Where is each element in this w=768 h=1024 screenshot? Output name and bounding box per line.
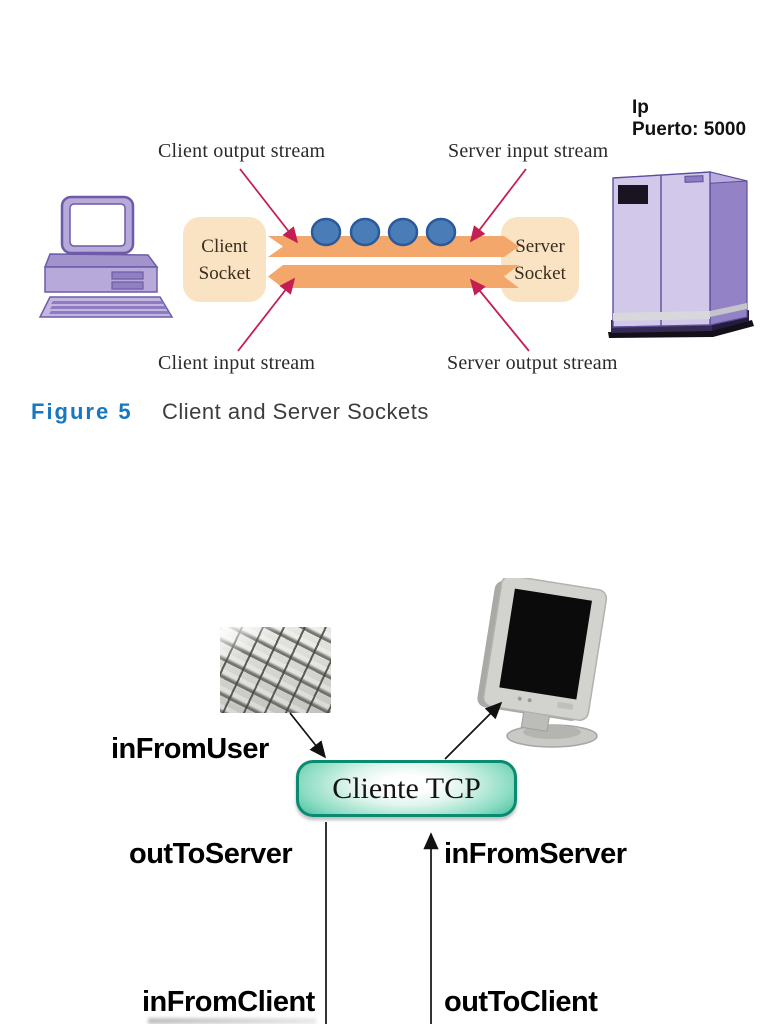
server-socket-line2: Socket [514, 262, 566, 284]
client-output-stream-label: Client output stream [158, 140, 326, 162]
client-socket-box: Client Socket [183, 217, 266, 302]
server-input-stream-label: Server input stream [448, 140, 609, 162]
client-socket-line2: Socket [198, 262, 251, 284]
out-to-client-label: outToClient [444, 986, 598, 1018]
out-to-server-label: outToServer [129, 838, 293, 870]
client-computer-icon [38, 195, 174, 318]
in-from-server-label: inFromServer [444, 838, 627, 870]
keyboard-to-client-arrow [289, 712, 327, 759]
server-output-stream-label: Server output stream [447, 352, 618, 374]
packet-dot [387, 217, 419, 247]
keyboard-photo [220, 627, 331, 713]
server-socket-line1: Server [515, 235, 565, 257]
packet-dot [349, 217, 381, 247]
cliente-tcp-label: Cliente TCP [332, 771, 481, 805]
packet-dot [425, 217, 457, 247]
server-to-client-stream-arrow [268, 265, 519, 288]
client-to-server-stream-arrow [268, 236, 519, 257]
ip-line: Ip [632, 97, 649, 118]
in-from-user-label: inFromUser [111, 733, 269, 765]
in-from-client-label: inFromClient [142, 986, 315, 1018]
cutoff-element-smudge [148, 1018, 316, 1024]
monitor-photo [477, 578, 608, 748]
cliente-tcp-box: Cliente TCP [296, 760, 517, 817]
server-socket-box: Server Socket [501, 217, 579, 302]
figure-caption-title: Client and Server Sockets [162, 399, 429, 424]
client-socket-line1: Client [201, 235, 248, 257]
ip-port-annotation: Ip Puerto: 5000 [632, 97, 746, 141]
figure-number-label: Figure 5 [31, 399, 133, 424]
server-tower-icon [608, 171, 754, 338]
packet-dot [310, 217, 342, 247]
port-line: Puerto: 5000 [632, 119, 747, 140]
client-input-stream-label: Client input stream [158, 352, 316, 374]
